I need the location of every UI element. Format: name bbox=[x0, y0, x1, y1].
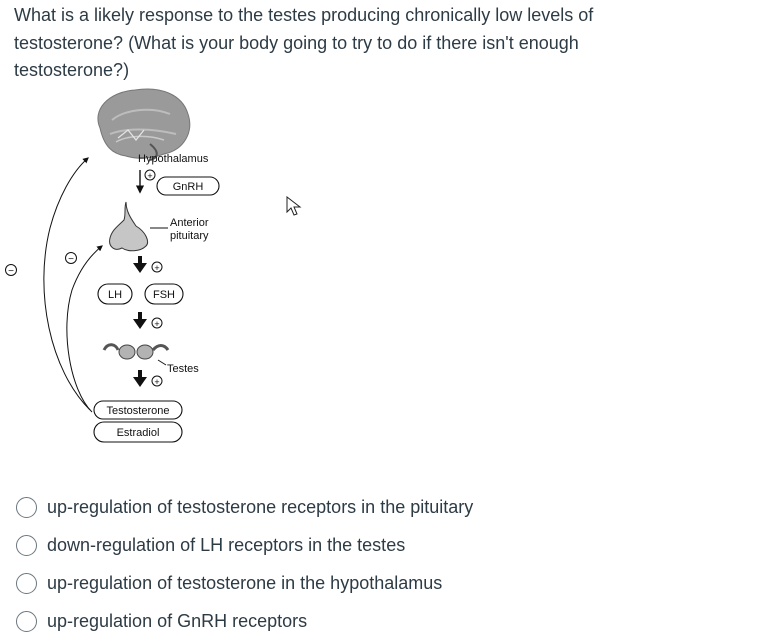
minus-sign-icon bbox=[65, 252, 77, 264]
radio-button[interactable] bbox=[16, 610, 37, 632]
pituitary-label: pituitary bbox=[170, 230, 209, 242]
anterior-label: Anterior bbox=[170, 217, 209, 229]
testes-image bbox=[102, 343, 170, 360]
estradiol-node bbox=[93, 421, 183, 443]
down-arrow-icon bbox=[133, 312, 147, 329]
answer-option-3[interactable]: up-regulation of testosterone in the hyp… bbox=[16, 564, 736, 602]
hpg-axis-diagram: Hypothalamus + GnRH Anterior pituitary +… bbox=[5, 88, 220, 443]
answer-option-label: up-regulation of GnRH receptors bbox=[47, 610, 308, 631]
answer-option-1[interactable]: up-regulation of testosterone receptors … bbox=[16, 488, 736, 526]
testosterone-node bbox=[93, 400, 183, 420]
gnrh-node bbox=[156, 176, 220, 196]
brain-image bbox=[97, 88, 191, 161]
pituitary-gland-image bbox=[109, 201, 149, 252]
answer-options: up-regulation of testosterone receptors … bbox=[16, 488, 736, 640]
fsh-node bbox=[144, 283, 184, 305]
lh-node bbox=[97, 283, 133, 305]
answer-option-4[interactable]: up-regulation of GnRH receptors bbox=[16, 602, 736, 640]
gnrh-label: GnRH bbox=[173, 181, 204, 193]
lh-label: LH bbox=[108, 289, 122, 301]
radio-button[interactable] bbox=[16, 496, 37, 518]
answer-option-label: up-regulation of testosterone receptors … bbox=[47, 496, 474, 517]
radio-button[interactable] bbox=[16, 572, 37, 594]
mouse-pointer-icon bbox=[286, 196, 302, 216]
feedback-arrow-hypothalamus bbox=[43, 157, 91, 411]
hypothalamus-label: Hypothalamus bbox=[138, 153, 209, 165]
down-arrow-icon bbox=[133, 256, 147, 273]
svg-text:+: + bbox=[147, 171, 152, 181]
minus-sign-icon bbox=[5, 264, 17, 276]
down-arrow-icon bbox=[133, 370, 147, 387]
testosterone-label: Testosterone bbox=[107, 405, 170, 417]
fsh-label: FSH bbox=[153, 289, 175, 301]
answer-option-2[interactable]: down-regulation of LH receptors in the t… bbox=[16, 526, 736, 564]
answer-option-label: up-regulation of testosterone in the hyp… bbox=[47, 572, 443, 593]
svg-text:+: + bbox=[154, 377, 159, 387]
estradiol-label: Estradiol bbox=[117, 427, 160, 439]
radio-button[interactable] bbox=[16, 534, 37, 556]
answer-option-label: down-regulation of LH receptors in the t… bbox=[47, 534, 406, 555]
svg-text:−: − bbox=[68, 254, 74, 265]
testes-label: Testes bbox=[167, 363, 199, 375]
svg-text:+: + bbox=[154, 319, 159, 329]
svg-text:+: + bbox=[154, 263, 159, 273]
question-text: What is a likely response to the testes … bbox=[14, 5, 594, 80]
feedback-arrow-pituitary bbox=[66, 245, 103, 413]
svg-text:−: − bbox=[8, 266, 14, 277]
plus-sign-icon bbox=[144, 169, 156, 181]
